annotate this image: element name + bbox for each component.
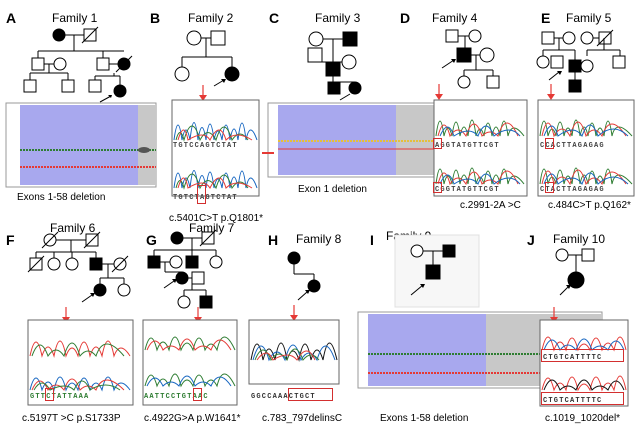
mutation-highlight-box	[541, 392, 624, 405]
sequence-mutant: CTACTTAGAGAG	[540, 186, 605, 194]
pedigree	[536, 29, 626, 93]
family-title: Family 6	[50, 221, 96, 235]
family-title: Family 10	[553, 232, 606, 246]
sequence: AATTCCTGTAAC	[144, 393, 209, 401]
red-arrow-icon	[435, 84, 443, 100]
chromatogram	[433, 99, 528, 197]
sequence-wildtype: CTGTCATTTTC	[543, 354, 603, 362]
pedigree-lower	[23, 72, 127, 103]
mutation-highlight-box	[433, 182, 442, 193]
variant-caption: c.4922G>A p.W1641*	[144, 413, 241, 424]
family-title: Family 3	[315, 11, 361, 25]
pedigree	[174, 30, 240, 87]
family-title: Family 7	[189, 221, 235, 235]
pedigree	[441, 29, 500, 89]
sequence-wildtype: CCACTTAGAGAG	[540, 142, 605, 150]
red-arrow-icon	[199, 85, 207, 101]
red-arrow-icon	[547, 84, 555, 100]
mutation-highlight-box	[433, 138, 442, 149]
panel-label: I	[370, 232, 374, 248]
panel-label: H	[268, 232, 279, 248]
panel-label: G	[146, 232, 157, 248]
pedigree	[287, 251, 321, 301]
sequence-mutant: CGGTATGTTCGT	[435, 186, 500, 194]
variant-caption: c.1019_1020del*	[545, 413, 621, 424]
pedigree	[555, 248, 595, 296]
chromatogram	[248, 319, 340, 385]
pedigree	[27, 231, 131, 303]
mutation-highlight-box	[545, 182, 554, 193]
panel-label: C	[269, 10, 280, 26]
mutation-highlight-box	[541, 349, 624, 362]
chromatogram	[539, 319, 629, 407]
mutation-highlight-box	[197, 185, 206, 204]
mutation-highlight-box	[545, 138, 554, 149]
sequence-wildtype: TGTCCAGTCTAT	[173, 142, 238, 150]
array-plot	[267, 102, 435, 178]
variant-caption: c.5401C>T p.Q1801*	[169, 213, 264, 224]
sequence: GGCCAAACTGCT	[251, 393, 316, 401]
sequence-wildtype: AGGTATGTTCGT	[435, 142, 500, 150]
mutation-highlight-box	[45, 388, 54, 401]
sequence-mutant: TGTCTAGTCTAT	[173, 194, 238, 202]
variant-caption: Exon 1 deletion	[298, 184, 367, 195]
red-arrow-icon	[262, 152, 274, 154]
red-arrow-icon	[290, 305, 298, 321]
variant-caption: c.484C>T p.Q162*	[548, 200, 631, 211]
chromatogram	[171, 99, 260, 197]
pedigree	[147, 229, 223, 309]
family-title: Family 8	[296, 232, 342, 246]
variant-caption: c.2991-2A >C	[460, 200, 521, 211]
pedigree	[307, 31, 362, 101]
panel-label: D	[400, 10, 411, 26]
panel-label: E	[541, 10, 551, 26]
mutation-highlight-box	[193, 388, 202, 401]
variant-caption: c.783_797delinsC	[262, 413, 343, 424]
family-title: Family 4	[432, 11, 478, 25]
pedigree	[394, 234, 480, 308]
sequence-mutant: CTGTCATTTTC	[543, 397, 603, 405]
pedigree	[31, 26, 133, 73]
family-title: Family 5	[566, 11, 612, 25]
panel-label: B	[150, 10, 161, 26]
chromatogram	[142, 319, 238, 406]
panel-label: A	[6, 10, 17, 26]
family-title: Family 2	[188, 11, 234, 25]
mutation-highlight-box	[288, 388, 333, 401]
variant-caption: Exons 1-58 deletion	[380, 413, 469, 424]
sequence: GTTCTATTAAA	[30, 393, 90, 401]
family-title: Family 1	[52, 11, 98, 25]
array-plot	[5, 102, 157, 188]
variant-caption: Exons 1-58 deletion	[17, 192, 106, 203]
panel-label: F	[6, 232, 15, 248]
variant-caption: c.5197T >C p.S1733P	[22, 413, 121, 424]
panel-label: J	[527, 232, 535, 248]
